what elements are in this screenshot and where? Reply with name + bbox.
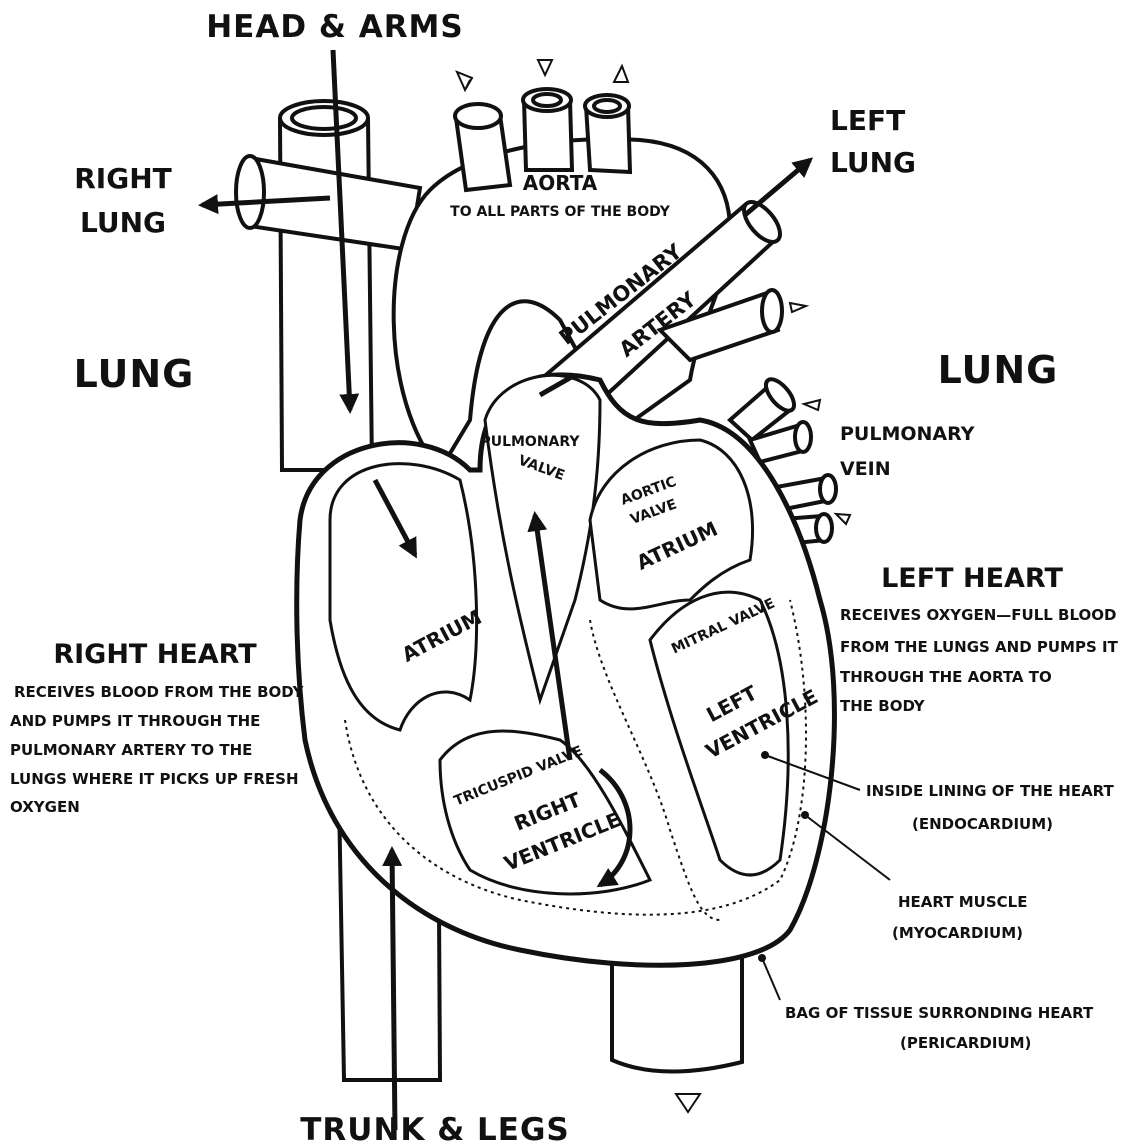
superior-vena-cava [280,101,372,470]
right-heart-title: RIGHT HEART [53,639,257,670]
label-left-lung-2: LUNG [830,146,916,179]
right-heart-line-1: RECEIVES BLOOD FROM THE BODY [14,683,305,701]
label-aorta-sub: TO ALL PARTS OF THE BODY [450,204,671,220]
label-head-arms: HEAD & ARMS [206,9,464,45]
left-heart-title: LEFT HEART [881,563,1063,594]
right-heart-line-4: LUNGS WHERE IT PICKS UP FRESH [10,770,299,788]
right-heart-line-2: AND PUMPS IT THROUGH THE [10,712,260,730]
label-lung-left-side: LUNG [74,352,195,396]
label-trunk-legs: TRUNK & LEGS [300,1112,569,1147]
label-right-lung-1: RIGHT [74,162,172,195]
label-pulmonary-vein-1: PULMONARY [840,423,975,445]
left-heart-line-2: FROM THE LUNGS AND PUMPS IT [840,638,1119,656]
label-pulmonary-vein-2: VEIN [840,458,891,480]
left-heart-line-1: RECEIVES OXYGEN—FULL BLOOD [840,606,1116,624]
callout-pericardium-2: (PERICARDIUM) [900,1034,1031,1052]
descending-aorta [612,950,742,1072]
callout-endocardium-2: (ENDOCARDIUM) [912,815,1053,833]
callout-myocardium-2: (MYOCARDIUM) [892,924,1023,942]
label-lung-right-side: LUNG [938,348,1059,392]
label-right-lung-2: LUNG [80,206,166,239]
left-heart-line-3: THROUGH THE AORTA TO [840,668,1052,686]
label-left-lung-1: LEFT [830,104,905,137]
callout-pericardium-1: BAG OF TISSUE SURRONDING HEART [785,1004,1094,1022]
callout-myocardium-1: HEART MUSCLE [898,893,1027,911]
right-heart-line-5: OXYGEN [10,798,80,816]
callout-endocardium-1: INSIDE LINING OF THE HEART [866,782,1115,800]
label-pulmonary-valve-1: PULMONARY [480,434,580,450]
right-heart-line-3: PULMONARY ARTERY TO THE [10,741,252,759]
left-heart-line-4: THE BODY [840,697,926,715]
label-aorta: AORTA [523,171,598,195]
right-atrium-chamber [330,464,477,730]
